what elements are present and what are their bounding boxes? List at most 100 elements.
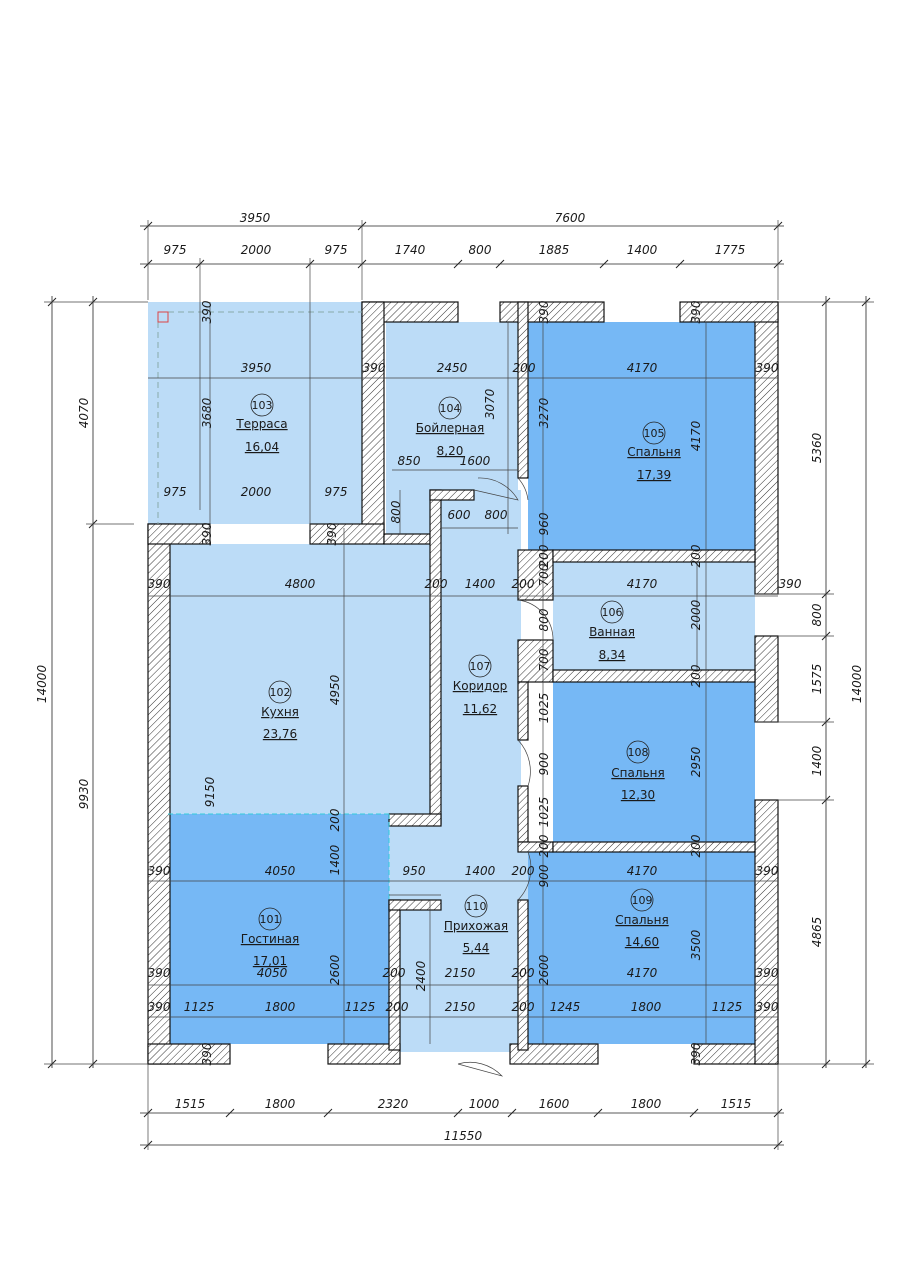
dim-boiler-inner: 850 [398,454,421,468]
dim-boiler-step: 800 [389,500,403,523]
dim-boiler-height: 3070 [483,388,497,419]
room-fill-106 [553,562,755,670]
dim-bottom-seg: 2320 [378,1097,409,1111]
dim-wall-390: 390 [689,300,703,323]
room-number: 102 [270,686,291,699]
terrace-outline [157,311,390,900]
dim-bed108-pier: 1025 [537,797,551,828]
walls [147,301,779,1065]
dim-terrace-width: 3950 [241,361,272,375]
dim-bath-width: 4170 [627,577,658,591]
dim-bottom-row: 2150 [445,1000,476,1014]
dim-wall-200: 200 [383,966,406,980]
room-number: 105 [644,427,665,440]
room-name: Коридор [453,679,508,693]
dim-top-seg: 975 [325,243,348,257]
dim-bed105-height: 4170 [689,420,703,451]
room-105: 105 Спальня 17,39 [627,421,681,482]
dim-top-seg: 975 [164,243,187,257]
dim-wall-390: 390 [148,864,171,878]
dim-terrace-bottom: 975 [325,485,348,499]
room-fill-corr-ext [389,814,441,900]
dim-hall-height: 2400 [414,960,428,991]
room-number: 103 [252,399,273,412]
room-area: 8,20 [437,444,464,458]
room-number: 106 [602,606,623,619]
dim-left-seg: 9930 [77,778,91,809]
room-109: 109 Спальня 14,60 [615,888,669,949]
dim-bed109-width: 4170 [627,864,658,878]
room-number: 101 [260,913,281,926]
dim-hall-row: 950 [403,864,426,878]
room-labels: 103 Терраса 16,04 104 Бойлерная 8,20 105… [235,393,681,968]
room-name: Гостиная [241,932,299,946]
room-fill-105 [528,322,755,550]
dim-boiler-partition: 200 [513,361,536,375]
dim-bed105-door: 960 [537,512,551,535]
room-name: Прихожая [444,919,508,933]
dim-bed108-pier: 900 [537,752,551,775]
room-fill-101 [170,814,389,1044]
room-number: 109 [632,894,653,907]
dim-wall-200: 200 [512,966,535,980]
dim-kitchen-width: 4800 [285,577,316,591]
dim-bath-pier: 700 [537,563,551,586]
dim-right-seg: 800 [810,603,824,626]
dim-hall-row: 200 [512,864,535,878]
dim-bed109-width-2: 4170 [627,966,658,980]
dim-bed109-height: 3500 [689,929,703,960]
dim-corridor-width: 1400 [465,577,496,591]
dim-bottom-seg: 1600 [539,1097,570,1111]
room-number: 107 [470,660,491,673]
dim-right-seg: 5360 [810,432,824,463]
room-number: 108 [628,746,649,759]
room-110: 110 Прихожая 5,44 [444,894,508,955]
dim-bottom-seg: 1800 [631,1097,662,1111]
dim-bed108-height: 2950 [689,746,703,777]
dim-bed105-width: 4170 [627,361,658,375]
dimension-text: 3950 7600 975 2000 975 1740 800 1885 140… [35,211,864,1143]
dim-wall-390: 390 [325,522,339,545]
dim-bath-height: 2000 [689,599,703,630]
room-name: Бойлерная [416,421,484,435]
dim-bottom-row: 200 [512,1000,535,1014]
dim-hall-row: 1400 [465,864,496,878]
room-108: 108 Спальня 12,30 [611,740,665,802]
dim-wall-390: 390 [689,1042,703,1065]
room-101: 101 Гостиная 17,01 [241,907,299,968]
dim-wall-200: 200 [689,664,703,687]
dim-bath-pier: 700 [537,648,551,671]
dim-bottom-row: 1245 [550,1000,581,1014]
dim-wall-390: 390 [756,864,779,878]
dim-wall-390: 390 [779,577,802,591]
room-area: 14,60 [625,935,659,949]
dim-terrace-height: 3680 [200,397,214,428]
dim-wall-390: 390 [148,966,171,980]
dim-bed109-side: 2600 [537,954,551,985]
dim-top-seg: 1775 [715,243,746,257]
room-103: 103 Терраса 16,04 [235,393,288,454]
dim-terrace-wall: 390 [200,300,214,323]
dim-bed105-side: 3270 [537,397,551,428]
room-area: 11,62 [463,702,497,716]
dim-wall-200: 200 [425,577,448,591]
room-fill-102 [170,544,430,814]
dim-top-seg: 2000 [241,243,272,257]
dim-left-seg: 4070 [77,397,91,428]
room-area: 5,44 [463,941,490,955]
dim-wall-390: 390 [200,1042,214,1065]
dim-living-top: 1400 [328,844,342,875]
dim-hall-width: 2150 [445,966,476,980]
dim-bottom-row: 1800 [631,1000,662,1014]
room-name: Кухня [261,705,299,719]
room-fill-109 [528,852,755,1044]
dim-top-seg: 1740 [395,243,426,257]
dim-bottom-row: 200 [386,1000,409,1014]
room-name: Спальня [611,766,664,780]
dim-bottom-row: 1125 [184,1000,215,1014]
room-area: 23,76 [263,727,297,741]
dim-wall-200: 200 [689,834,703,857]
room-number: 104 [440,402,461,415]
room-104: 104 Бойлерная 8,20 [416,396,484,458]
dim-bottom-row: 1125 [712,1000,743,1014]
